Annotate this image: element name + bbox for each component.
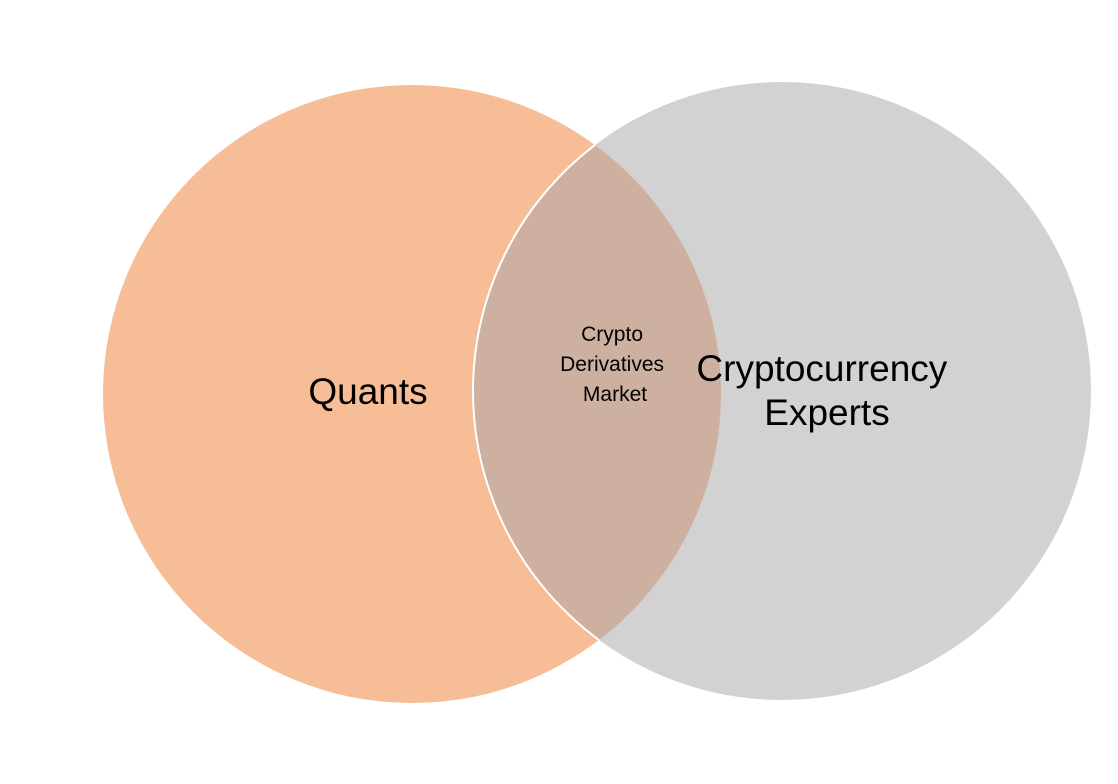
cryptocurrency-experts-label-line-1: Cryptocurrency	[696, 348, 947, 389]
intersection-label: Crypto Derivatives Market	[560, 323, 670, 406]
cryptocurrency-experts-label-line-2: Experts	[764, 392, 889, 433]
intersection-label-line-2: Derivatives	[560, 353, 664, 376]
intersection-outline-right	[472, 85, 721, 701]
cryptocurrency-experts-label: Cryptocurrency Experts	[696, 348, 957, 433]
intersection-label-line-1: Crypto	[581, 323, 643, 346]
intersection-label-line-3: Market	[583, 383, 647, 406]
intersection-region	[473, 85, 721, 700]
quants-label: Quants	[308, 371, 427, 412]
